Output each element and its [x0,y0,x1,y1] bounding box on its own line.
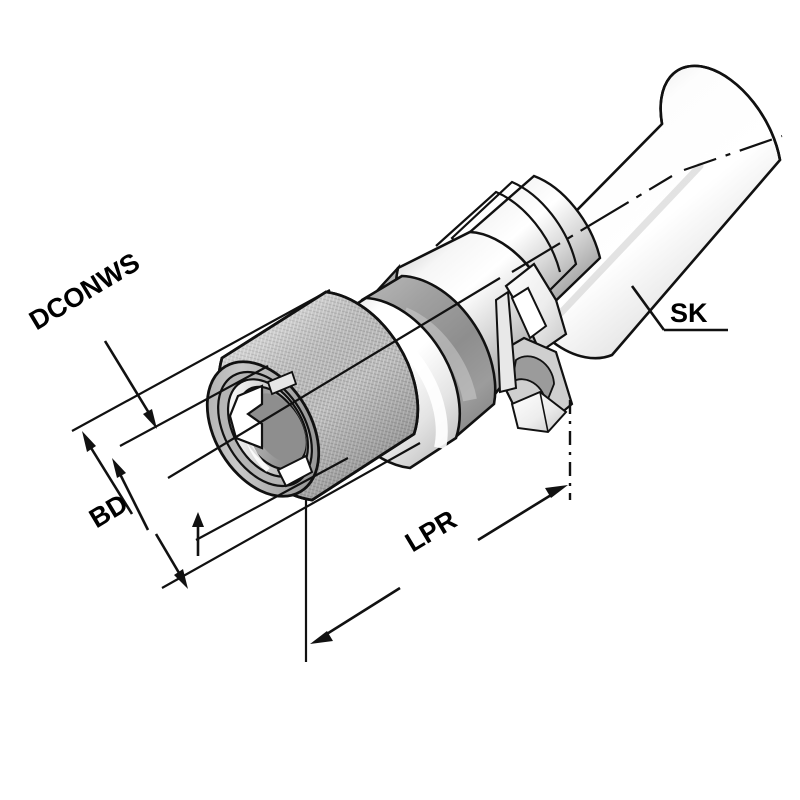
dim-bd [112,458,204,589]
center-axis [167,134,783,479]
extension-lines [71,289,421,662]
bore-keyway-slot [228,384,264,450]
front-face [205,360,321,498]
dim-lpr [310,485,568,644]
drive-slots [494,262,574,434]
taper-shank [508,64,782,360]
dim-sk [630,285,728,332]
dimension-arrows [82,285,728,644]
dimension-label-sk: SK [670,298,708,328]
dim-dconws [82,340,157,515]
